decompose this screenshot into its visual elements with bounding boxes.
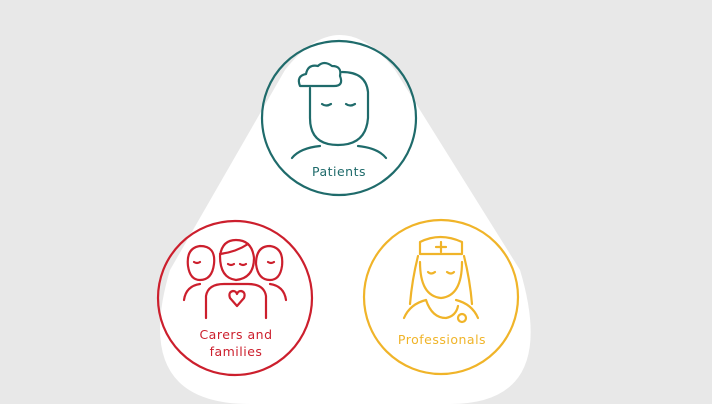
patients-circle <box>260 39 418 197</box>
patient-face-icon <box>290 61 388 160</box>
carers-circle <box>156 219 314 377</box>
carers-node <box>156 219 314 377</box>
professionals-label: Professionals <box>397 332 487 347</box>
professionals-node <box>362 218 520 376</box>
rounded-triangle-background <box>160 35 531 404</box>
patients-node <box>260 39 418 197</box>
nurse-icon <box>402 235 480 324</box>
patients-label: Patients <box>311 164 367 179</box>
family-group-icon <box>182 238 288 320</box>
professionals-circle <box>362 218 520 376</box>
carers-label: Carers and families <box>199 327 273 359</box>
